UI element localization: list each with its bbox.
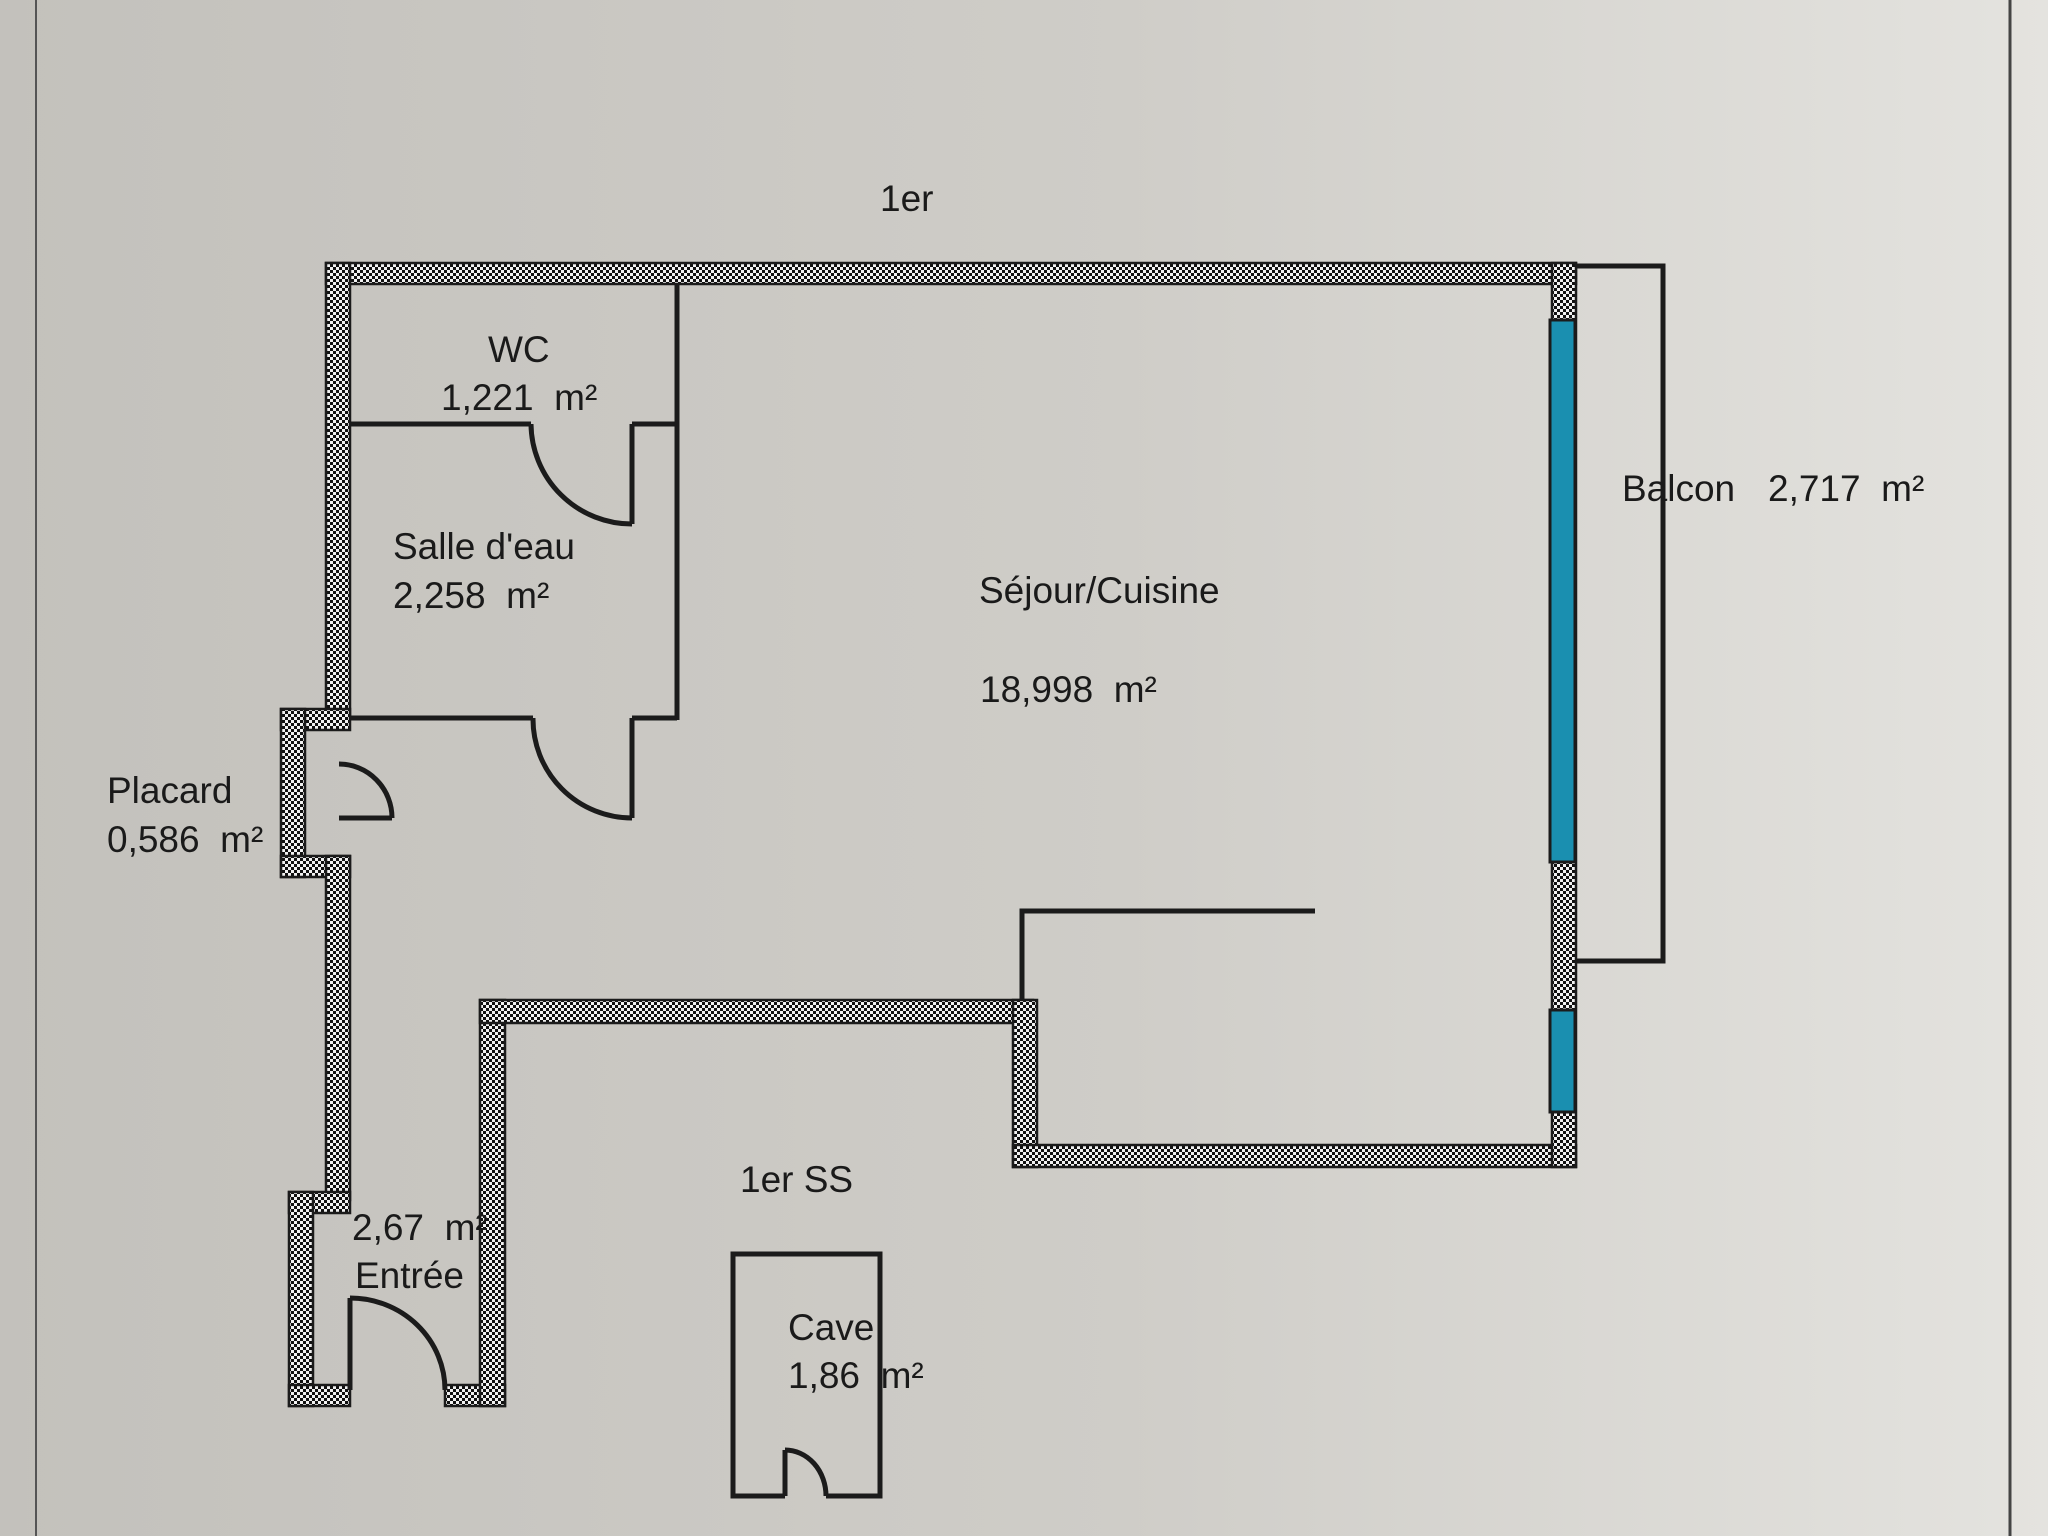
room-area-salle-deau: 2,258 m² [393, 575, 549, 616]
door-sde-swing [530, 717, 633, 821]
door-cave-swing [784, 1447, 829, 1497]
wall-left-upper [324, 261, 352, 721]
room-name-entree: Entrée [355, 1255, 464, 1296]
wall-top [324, 261, 1578, 286]
kitchen-counter [1019, 908, 1315, 1000]
door-wc-swing [528, 423, 633, 527]
floor-label-basement: 1er SS [740, 1159, 853, 1200]
wall-entree-left [287, 1190, 315, 1408]
room-name-salle-deau: Salle d'eau [393, 526, 575, 567]
room-name-sejour: Séjour/Cuisine [979, 570, 1220, 611]
room-area-sejour: 18,998 m² [980, 669, 1157, 710]
room-area-placard: 0,586 m² [107, 819, 263, 860]
wall-sejour-bottom [1011, 1143, 1578, 1169]
floor-label-upper: 1er [880, 178, 933, 219]
wall-corridor-right [478, 998, 507, 1408]
room-area-entree: 2,67 m² [352, 1207, 488, 1248]
balcony-outline [1576, 263, 1666, 964]
door-placard-swing [338, 761, 395, 819]
wall-sejour-inner-left [1011, 998, 1039, 1169]
room-area-wc: 1,221 m² [441, 377, 597, 418]
window-balcony [1548, 318, 1577, 864]
cave-outline [730, 1251, 883, 1499]
room-name-wc: WC [488, 329, 550, 370]
wall-left-lower [324, 854, 352, 1202]
window-lower [1548, 1008, 1577, 1114]
room-name-balcon: Balcon [1622, 468, 1735, 509]
door-entree-swing [349, 1295, 448, 1391]
room-area-balcon: 2,717 m² [1768, 468, 1924, 509]
wall-entree-bottom-left [287, 1383, 352, 1408]
room-name-cave: Cave [788, 1307, 874, 1348]
wall-corridor-top [478, 998, 1035, 1025]
wall-placard-left [279, 707, 307, 879]
room-area-cave: 1,86 m² [788, 1355, 924, 1396]
room-name-placard: Placard [107, 770, 232, 811]
